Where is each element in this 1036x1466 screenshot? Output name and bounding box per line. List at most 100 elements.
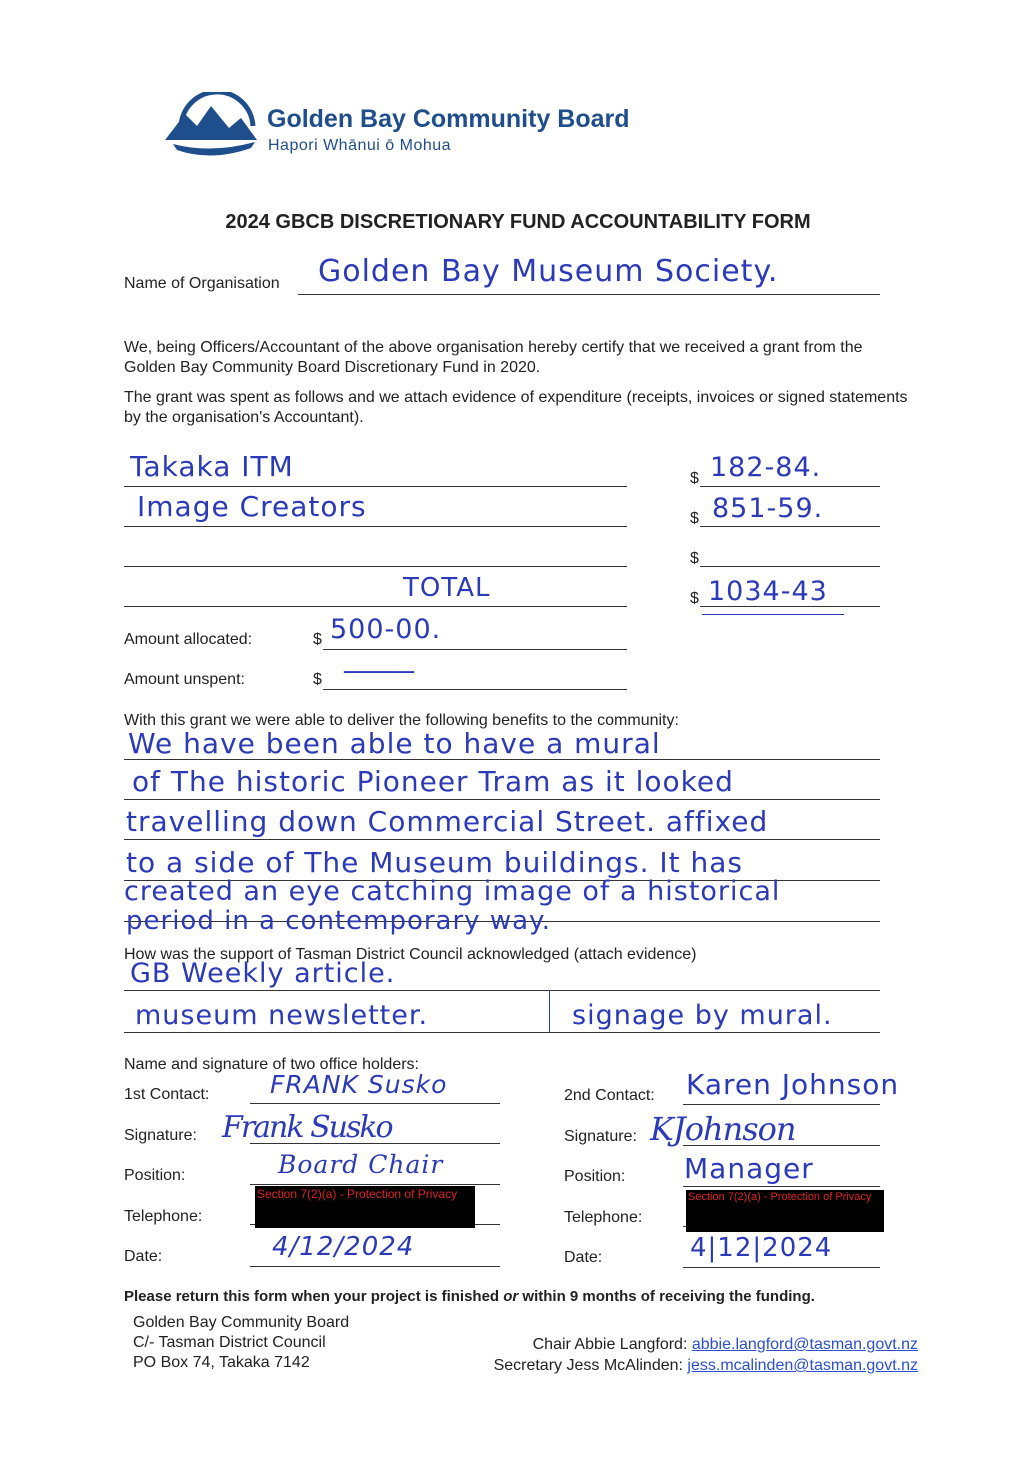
currency-sign: $ bbox=[313, 671, 322, 688]
mountain-logo-icon bbox=[165, 89, 257, 156]
allocated-label: Amount allocated: bbox=[124, 631, 253, 648]
benefits-text[interactable]: created an eye catching image of a histo… bbox=[124, 876, 781, 907]
currency-sign: $ bbox=[690, 470, 699, 487]
form-title: 2024 GBCB DISCRETIONARY FUND ACCOUNTABIL… bbox=[225, 211, 811, 233]
unspent-line bbox=[323, 689, 627, 690]
contact2-line bbox=[683, 1104, 880, 1105]
contact1-telephone-label: Telephone: bbox=[124, 1208, 203, 1225]
contact1-line bbox=[250, 1266, 500, 1267]
org-name: Golden Bay Community Board bbox=[267, 105, 630, 133]
contact1-telephone-redaction: Section 7(2)(a) - Protection of Privacy bbox=[255, 1186, 475, 1228]
currency-sign: $ bbox=[690, 510, 699, 527]
return-note-text: within 9 months of receiving the funding… bbox=[518, 1288, 815, 1305]
expense-item[interactable]: Image Creators bbox=[137, 490, 367, 523]
holders-label: Name and signature of two office holders… bbox=[124, 1056, 419, 1073]
redaction-label: Section 7(2)(a) - Protection of Privacy bbox=[688, 1191, 872, 1203]
contact2-line bbox=[683, 1186, 880, 1187]
currency-sign: $ bbox=[690, 550, 699, 567]
contact2-date-label: Date: bbox=[564, 1249, 603, 1266]
amount-line bbox=[700, 566, 880, 567]
expense-line bbox=[124, 566, 627, 567]
support-text[interactable]: signage by mural. bbox=[572, 1000, 833, 1031]
contact1-line bbox=[250, 1184, 500, 1185]
secretary-email-link[interactable]: jess.mcalinden@tasman.govt.nz bbox=[687, 1357, 918, 1374]
support-line bbox=[124, 1032, 880, 1033]
org-label: Name of Organisation bbox=[124, 275, 280, 292]
benefits-label: With this grant we were able to deliver … bbox=[124, 712, 679, 729]
total-label: TOTAL bbox=[403, 573, 491, 603]
amount-line bbox=[700, 526, 880, 527]
org-subtitle: Hapori Whānui ō Mohua bbox=[268, 137, 452, 154]
contact1-position[interactable]: Board Chair bbox=[278, 1150, 444, 1179]
contact2-date[interactable]: 4|12|2024 bbox=[690, 1233, 833, 1263]
contact1-label: 1st Contact: bbox=[124, 1086, 210, 1103]
chair-email-link[interactable]: abbie.langford@tasman.govt.nz bbox=[691, 1336, 918, 1353]
contact1-line bbox=[250, 1103, 500, 1104]
contact2-line bbox=[683, 1145, 880, 1146]
return-note: Please return this form when your projec… bbox=[124, 1288, 815, 1305]
contact1-signature-label: Signature: bbox=[124, 1127, 197, 1144]
contact2-telephone-redaction: Section 7(2)(a) - Protection of Privacy bbox=[686, 1190, 884, 1232]
footer-address: Golden Bay Community Board C/- Tasman Di… bbox=[133, 1313, 349, 1373]
support-text[interactable]: museum newsletter. bbox=[135, 1000, 429, 1031]
contact2-signature-label: Signature: bbox=[564, 1128, 637, 1145]
benefits-text[interactable]: period in a contemporary way. bbox=[126, 906, 551, 936]
contact2-line bbox=[683, 1267, 880, 1268]
total-value[interactable]: 1034-43 bbox=[708, 576, 828, 607]
logo bbox=[163, 89, 259, 169]
expense-line bbox=[124, 526, 627, 527]
allocated-line bbox=[323, 649, 627, 650]
address-line: Golden Bay Community Board bbox=[133, 1314, 350, 1331]
secretary-label: Secretary Jess McAlinden: bbox=[493, 1357, 688, 1374]
support-divider bbox=[549, 990, 550, 1032]
contact2-position[interactable]: Manager bbox=[684, 1152, 814, 1185]
benefits-line bbox=[124, 839, 880, 840]
contact1-name[interactable]: FRANK Susko bbox=[270, 1070, 448, 1099]
unspent-value[interactable]: — bbox=[340, 656, 421, 686]
org-value[interactable]: Golden Bay Museum Society. bbox=[318, 254, 779, 289]
currency-sign: $ bbox=[313, 631, 322, 648]
benefits-text[interactable]: We have been able to have a mural bbox=[128, 727, 661, 760]
contact1-signature[interactable]: Frank Susko bbox=[222, 1110, 394, 1145]
benefits-line bbox=[124, 880, 880, 881]
chair-label: Chair Abbie Langford: bbox=[532, 1336, 692, 1353]
expense-item[interactable]: Takaka ITM bbox=[130, 450, 294, 483]
certify-text: We, being Officers/Accountant of the abo… bbox=[124, 339, 863, 376]
contact1-line bbox=[250, 1143, 500, 1144]
spent-text: The grant was spent as follows and we at… bbox=[124, 389, 908, 426]
expense-amount[interactable]: 182-84. bbox=[710, 452, 822, 483]
benefits-line bbox=[124, 759, 880, 760]
org-line bbox=[298, 294, 880, 295]
benefits-line bbox=[124, 799, 880, 800]
expense-amount[interactable]: 851-59. bbox=[712, 493, 824, 524]
contact2-signature[interactable]: KJohnson bbox=[650, 1110, 797, 1148]
contact1-date[interactable]: 4/12/2024 bbox=[272, 1232, 415, 1262]
support-line bbox=[124, 990, 880, 991]
expense-line bbox=[124, 486, 627, 487]
total-underline bbox=[702, 614, 844, 615]
contact2-position-label: Position: bbox=[564, 1168, 626, 1185]
contact2-name[interactable]: Karen Johnson bbox=[686, 1068, 900, 1101]
benefits-text[interactable]: of The historic Pioneer Tram as it looke… bbox=[132, 765, 734, 798]
amount-line bbox=[700, 486, 880, 487]
benefits-line bbox=[124, 921, 880, 922]
return-note-text: Please return this form when your projec… bbox=[124, 1288, 504, 1305]
contact2-telephone-label: Telephone: bbox=[564, 1209, 643, 1226]
benefits-text[interactable]: to a side of The Museum buildings. It ha… bbox=[126, 846, 744, 879]
contact1-date-label: Date: bbox=[124, 1248, 163, 1265]
unspent-label: Amount unspent: bbox=[124, 671, 245, 688]
benefits-text[interactable]: travelling down Commercial Street. affix… bbox=[126, 805, 769, 838]
allocated-value[interactable]: 500-00. bbox=[330, 614, 442, 645]
address-line: C/- Tasman District Council bbox=[133, 1334, 326, 1351]
redaction-label: Section 7(2)(a) - Protection of Privacy bbox=[257, 1187, 458, 1201]
footer-contacts: Chair Abbie Langford: abbie.langford@tas… bbox=[494, 1334, 918, 1376]
amount-line bbox=[700, 606, 880, 607]
contact1-position-label: Position: bbox=[124, 1167, 186, 1184]
contact2-label: 2nd Contact: bbox=[564, 1087, 655, 1104]
support-text[interactable]: GB Weekly article. bbox=[130, 958, 396, 989]
support-label: How was the support of Tasman District C… bbox=[124, 946, 697, 963]
address-line: PO Box 74, Takaka 7142 bbox=[133, 1354, 310, 1371]
expense-line bbox=[124, 606, 627, 607]
return-note-or: or bbox=[503, 1288, 519, 1305]
currency-sign: $ bbox=[690, 590, 699, 607]
